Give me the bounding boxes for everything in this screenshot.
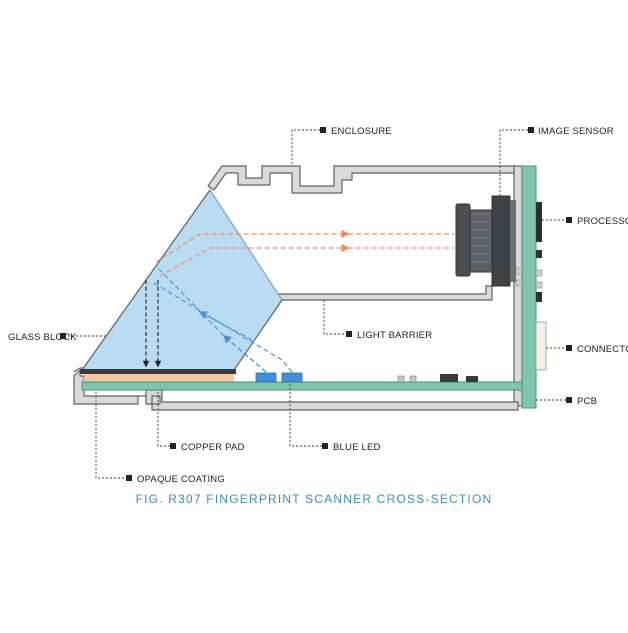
image-sensor [455, 195, 516, 287]
label-copper-pad: COPPER PAD [181, 442, 245, 453]
blue-led [281, 372, 303, 383]
light-barrier [275, 285, 493, 301]
processor-chip [536, 202, 542, 242]
label-connector: CONNECTOR [577, 344, 628, 355]
reflected-light-rays [155, 229, 454, 277]
figure-caption: FIG. R307 FINGERPRINT SCANNER CROSS-SECT… [136, 492, 493, 506]
label-enclosure: ENCLOSURE [331, 126, 392, 137]
label-light-barrier: LIGHT BARRIER [357, 330, 432, 341]
opaque-coating [80, 369, 236, 374]
pcb-components [397, 374, 478, 383]
copper-pad [84, 374, 234, 382]
blue-led [255, 372, 277, 383]
label-pcb: PCB [577, 396, 597, 407]
connector-body [535, 321, 547, 371]
label-blue-led: BLUE LED [333, 442, 381, 453]
component [536, 292, 542, 302]
glass-block [80, 188, 283, 371]
incident-light-rays [151, 265, 293, 373]
pcb-horizontal [81, 381, 523, 391]
component [535, 269, 543, 277]
component [536, 250, 542, 258]
label-opaque-coating: OPAQUE COATING [137, 474, 225, 485]
label-image-sensor: IMAGE SENSOR [538, 126, 614, 137]
leader-lines [60, 127, 572, 481]
label-glass-block: GLASS BLOCK [8, 332, 77, 343]
component [515, 267, 523, 275]
component [535, 281, 543, 289]
label-processor: PROCESSOR [577, 216, 628, 227]
component [515, 279, 523, 287]
pcb-vertical [521, 165, 537, 409]
contact-arrows [142, 280, 162, 368]
